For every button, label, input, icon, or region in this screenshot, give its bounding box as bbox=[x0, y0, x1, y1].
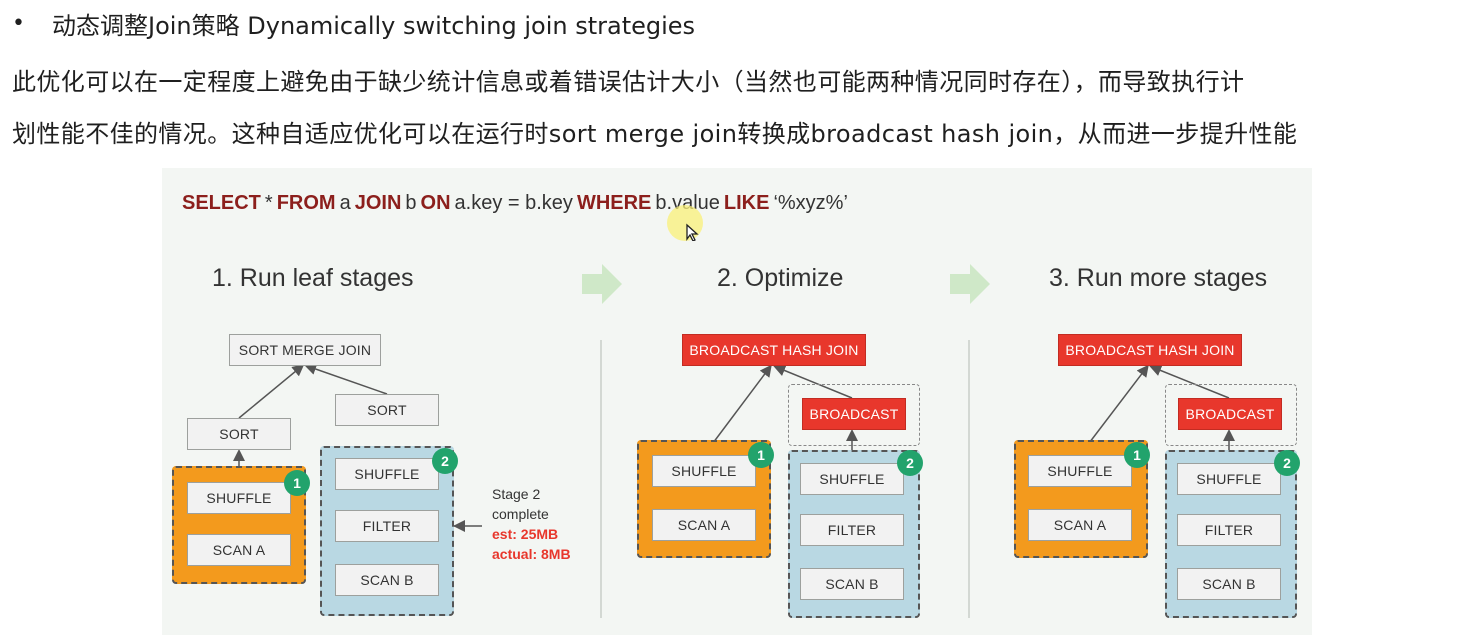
sql-keyword: FROM bbox=[276, 192, 336, 214]
sort-node-right: SORT bbox=[335, 394, 439, 426]
shuffle-b-node: SHUFFLE bbox=[335, 458, 439, 490]
broadcast-hash-join-node: BROADCAST HASH JOIN bbox=[1058, 334, 1242, 366]
shuffle-a-node: SHUFFLE bbox=[187, 482, 291, 514]
broadcast-node: BROADCAST bbox=[1178, 398, 1282, 430]
sql-token: b bbox=[405, 192, 417, 214]
mouse-pointer-icon bbox=[686, 223, 699, 242]
step-arrow-icon bbox=[950, 264, 990, 304]
stage-2-badge: 2 bbox=[432, 448, 458, 474]
sql-keyword: WHERE bbox=[576, 192, 652, 214]
stage-note-actual: actual: 8MB bbox=[492, 546, 571, 562]
stage-1-badge: 1 bbox=[284, 470, 310, 496]
sort-node-left: SORT bbox=[187, 418, 291, 450]
stage-2-note: Stage 2 complete est: 25MB actual: 8MB bbox=[492, 484, 571, 564]
stage-1-badge: 1 bbox=[748, 442, 774, 468]
bullet-dot: • bbox=[12, 10, 25, 36]
scan-b-node: SCAN B bbox=[1177, 568, 1281, 600]
scan-b-node: SCAN B bbox=[335, 564, 439, 596]
sql-keyword: ON bbox=[420, 192, 451, 214]
sql-token: ‘%xyz%’ bbox=[773, 192, 848, 214]
stage-1-badge: 1 bbox=[1124, 442, 1150, 468]
scan-a-node: SCAN A bbox=[1028, 509, 1132, 541]
stage-note-line-1: Stage 2 bbox=[492, 486, 541, 502]
mouse-cursor-highlight bbox=[667, 205, 703, 242]
stage-note-est: est: 25MB bbox=[492, 526, 559, 542]
shuffle-a-node: SHUFFLE bbox=[652, 455, 756, 487]
broadcast-stage-group bbox=[1165, 384, 1297, 446]
filter-node: FILTER bbox=[1177, 514, 1281, 546]
sql-token: * bbox=[264, 192, 273, 214]
broadcast-stage-group bbox=[788, 384, 920, 446]
shuffle-a-node: SHUFFLE bbox=[1028, 455, 1132, 487]
bullet-heading: • 动态调整Join策略 Dynamically switching join … bbox=[12, 6, 695, 40]
sql-keyword: SELECT bbox=[182, 192, 261, 214]
paragraph-line-2: 划性能不佳的情况。这种自适应优化可以在运行时sort merge join转换成… bbox=[12, 120, 1298, 148]
stage-2-badge: 2 bbox=[897, 450, 923, 476]
step-2-title: 2. Optimize bbox=[717, 264, 844, 292]
shuffle-b-node: SHUFFLE bbox=[800, 463, 904, 495]
sql-keyword: LIKE bbox=[723, 192, 770, 214]
sort-merge-join-node: SORT MERGE JOIN bbox=[229, 334, 381, 366]
scan-a-node: SCAN A bbox=[187, 534, 291, 566]
panel-divider bbox=[600, 340, 602, 618]
scan-a-node: SCAN A bbox=[652, 509, 756, 541]
bullet-text: 动态调整Join策略 Dynamically switching join st… bbox=[52, 11, 696, 40]
stage-note-line-2: complete bbox=[492, 506, 549, 522]
paragraph-line-1: 此优化可以在一定程度上避免由于缺少统计信息或着错误估计大小（当然也可能两种情况同… bbox=[12, 68, 1245, 96]
sql-token: a bbox=[339, 192, 351, 214]
stage-2-badge: 2 bbox=[1274, 450, 1300, 476]
broadcast-hash-join-node: BROADCAST HASH JOIN bbox=[682, 334, 866, 366]
sql-token: a.key = b.key bbox=[454, 192, 573, 214]
broadcast-node: BROADCAST bbox=[802, 398, 906, 430]
scan-b-node: SCAN B bbox=[800, 568, 904, 600]
step-1-title: 1. Run leaf stages bbox=[212, 264, 414, 292]
filter-node: FILTER bbox=[800, 514, 904, 546]
step-3-title: 3. Run more stages bbox=[1049, 264, 1268, 292]
step-arrow-icon bbox=[582, 264, 622, 304]
filter-node: FILTER bbox=[335, 510, 439, 542]
panel-divider bbox=[968, 340, 970, 618]
shuffle-b-node: SHUFFLE bbox=[1177, 463, 1281, 495]
sql-keyword: JOIN bbox=[354, 192, 402, 214]
sql-token: b.value bbox=[655, 192, 720, 214]
